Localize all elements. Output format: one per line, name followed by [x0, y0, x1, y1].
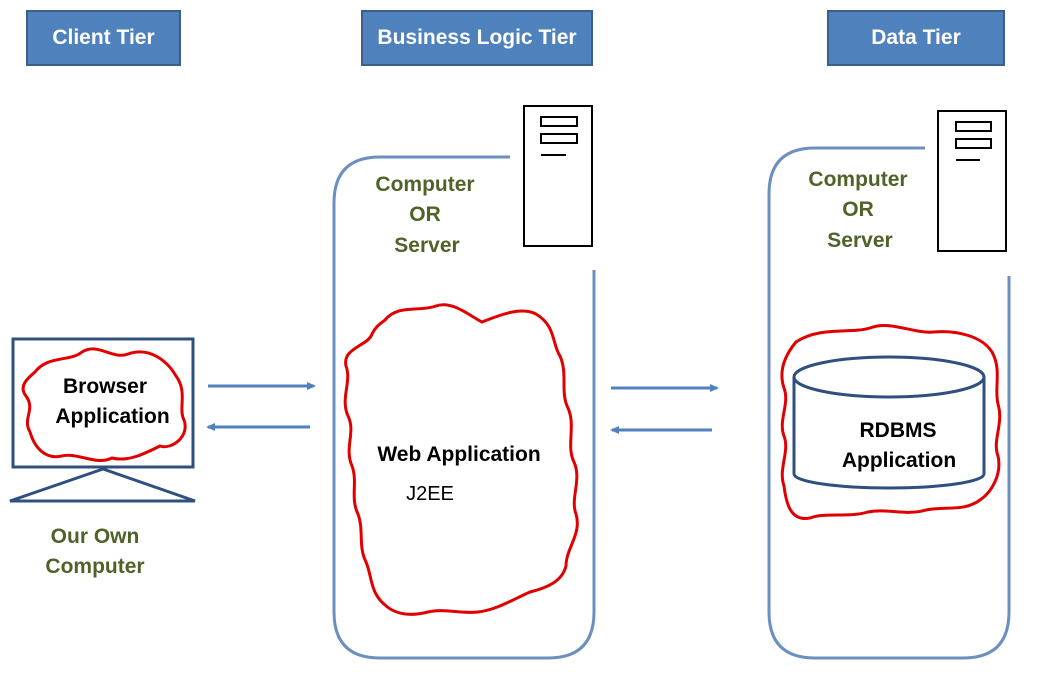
web-app-scribble	[343, 303, 579, 616]
database-icon	[792, 355, 986, 490]
server-icon-data	[937, 110, 1007, 252]
rdbms-scribble	[780, 324, 1002, 520]
j2ee-label: J2EE	[406, 483, 454, 505]
business-server-label: Server	[394, 234, 460, 257]
business-tier-container	[332, 155, 596, 660]
client-caption-line1: Our Own	[50, 525, 140, 548]
business-computer-label: Computer	[375, 173, 475, 196]
business-tier-header: Business Logic Tier	[361, 10, 593, 66]
server-icon-business	[523, 105, 593, 247]
browser-label-line2: Application	[55, 405, 170, 428]
client-tier-header: Client Tier	[26, 10, 181, 66]
client-caption-line2: Computer	[45, 555, 145, 578]
browser-label-line1: Browser	[62, 375, 148, 398]
business-or-label: OR	[409, 203, 441, 226]
rdbms-label-line2: Application	[841, 449, 957, 472]
browser-scribble	[21, 347, 187, 462]
web-application-label: Web Application	[377, 443, 541, 466]
data-or-label: OR	[842, 198, 874, 221]
data-tier-header: Data Tier	[827, 10, 1005, 66]
data-server-label: Server	[827, 229, 893, 252]
rdbms-label-line1: RDBMS	[859, 419, 937, 442]
data-computer-label: Computer	[808, 168, 908, 191]
data-tier-container	[767, 146, 1011, 660]
